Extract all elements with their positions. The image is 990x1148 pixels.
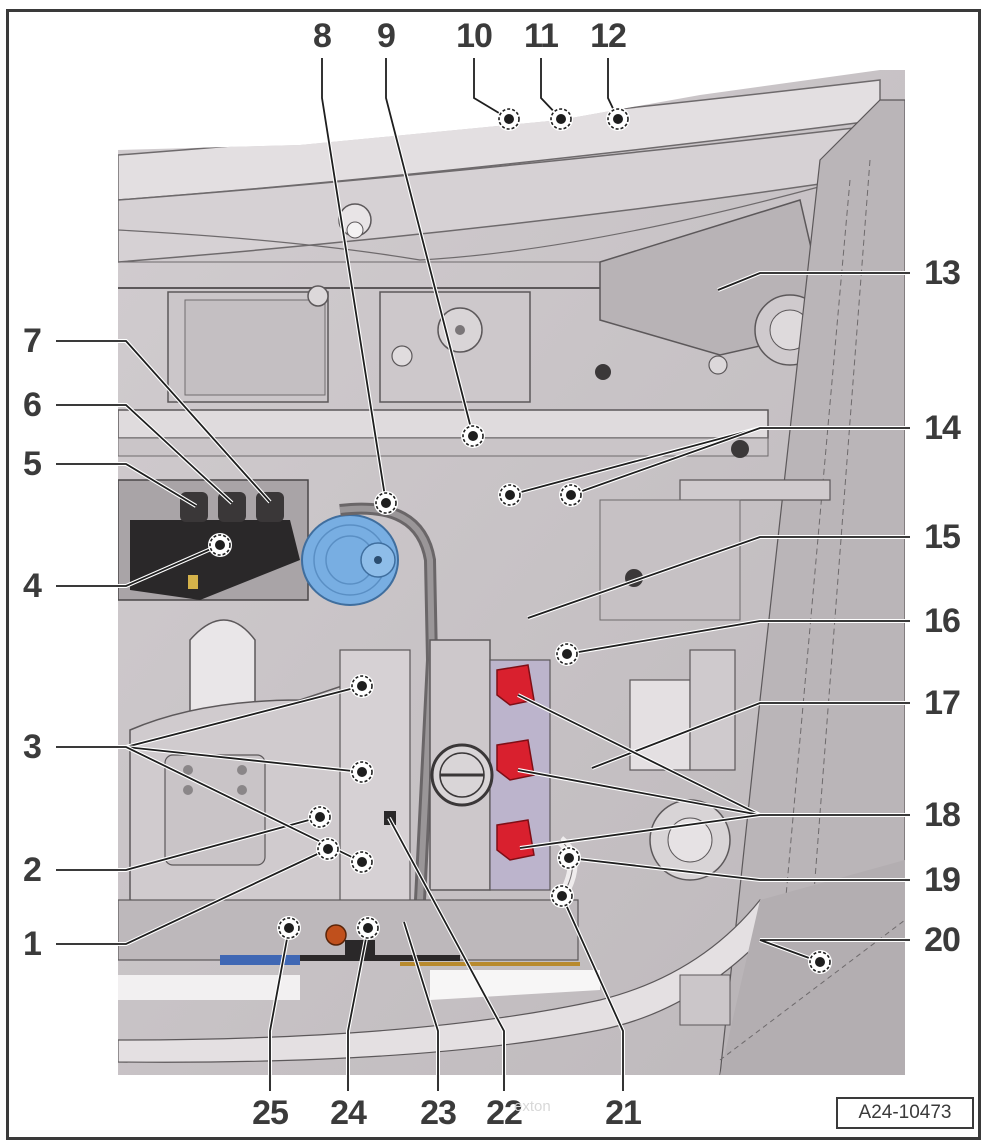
- callout-label-1: 1: [23, 925, 42, 963]
- leader-line-23: [403, 921, 439, 1091]
- leader-line-21: [561, 895, 624, 1091]
- callout-label-21: 21: [605, 1094, 642, 1132]
- marker-8: [374, 491, 398, 515]
- callout-label-13: 13: [924, 254, 961, 292]
- marker-9: [461, 424, 485, 448]
- callout-label-5: 5: [23, 445, 42, 483]
- callout-label-10: 10: [456, 17, 493, 55]
- marker-25: [277, 916, 301, 940]
- callout-label-2: 2: [23, 851, 42, 889]
- marker-24: [356, 916, 380, 940]
- leader-line-19: [568, 857, 910, 881]
- leader-line-20: [759, 939, 910, 963]
- watermark-text: exton: [514, 1098, 551, 1115]
- callout-label-8: 8: [313, 17, 332, 55]
- callout-label-20: 20: [924, 921, 961, 959]
- marker-4: [208, 533, 232, 557]
- marker-10: [497, 107, 521, 131]
- marker-3-3: [350, 850, 374, 874]
- callout-label-11: 11: [524, 17, 559, 55]
- callout-label-3: 3: [23, 728, 42, 766]
- marker-1: [316, 837, 340, 861]
- marker-11: [549, 107, 573, 131]
- callout-label-4: 4: [23, 567, 42, 605]
- leader-line-17: [591, 702, 910, 769]
- marker-3-2: [350, 760, 374, 784]
- marker-2: [308, 805, 332, 829]
- leader-line-13: [717, 272, 910, 291]
- leader-line-18: [519, 814, 910, 849]
- leader-line-3: [56, 746, 363, 863]
- leader-line-25: [269, 927, 290, 1091]
- callout-label-15: 15: [924, 518, 961, 556]
- leader-line-16: [566, 620, 910, 655]
- marker-14-1: [498, 483, 522, 507]
- leader-line-9: [385, 58, 474, 437]
- target-markers: [208, 107, 832, 974]
- callout-label-7: 7: [23, 322, 42, 360]
- leader-line-24: [347, 927, 369, 1091]
- callout-label-22: 22: [486, 1094, 523, 1132]
- leader-line-15: [527, 536, 910, 619]
- callout-label-18: 18: [924, 796, 961, 834]
- leader-line-5: [56, 463, 197, 507]
- callout-label-6: 6: [23, 386, 42, 424]
- callout-label-12: 12: [590, 17, 627, 55]
- callout-label-19: 19: [924, 861, 961, 899]
- marker-19: [557, 846, 581, 870]
- leader-lines: [56, 58, 910, 1091]
- callout-label-23: 23: [420, 1094, 457, 1132]
- marker-16: [555, 642, 579, 666]
- callout-label-9: 9: [377, 17, 396, 55]
- leader-line-7: [56, 340, 271, 503]
- leader-line-14: [570, 427, 910, 496]
- leader-line-1: [56, 848, 329, 945]
- figure-id-label: A24-10473: [836, 1097, 974, 1129]
- leader-line-8: [321, 58, 387, 504]
- marker-3-1: [350, 674, 374, 698]
- leader-line-22: [388, 817, 505, 1091]
- callout-label-17: 17: [924, 684, 961, 722]
- leader-line-10: [473, 58, 510, 120]
- callout-label-16: 16: [924, 602, 961, 640]
- leader-line-2: [56, 816, 321, 871]
- leader-line-6: [56, 404, 233, 504]
- marker-21: [550, 884, 574, 908]
- marker-20: [808, 950, 832, 974]
- callout-label-24: 24: [330, 1094, 367, 1132]
- marker-14-2: [559, 483, 583, 507]
- leader-line-4: [56, 544, 221, 587]
- illustration-body: [118, 70, 905, 1075]
- callout-label-14: 14: [924, 409, 961, 447]
- callout-label-25: 25: [252, 1094, 289, 1132]
- marker-12: [606, 107, 630, 131]
